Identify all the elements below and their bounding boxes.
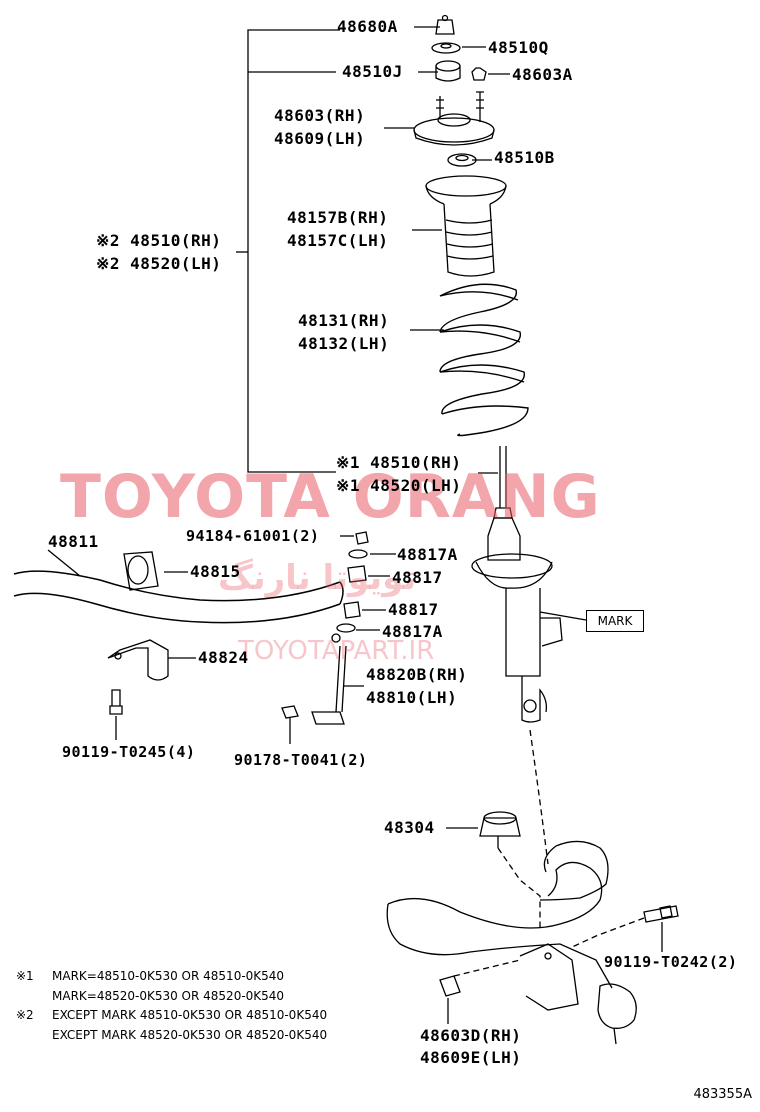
- watermark-brand: TOYOTA ORANG: [60, 462, 601, 532]
- label-48820B-rh: 48820B(RH): [366, 665, 468, 684]
- label-48510J: 48510J: [342, 62, 403, 81]
- label-48824: 48824: [198, 648, 249, 667]
- seat-48510B-shape: [447, 153, 477, 167]
- label-48815: 48815: [190, 562, 241, 581]
- bolt-90119-T0245-shape: [109, 689, 123, 715]
- label-48811: 48811: [48, 532, 99, 551]
- label-48510Q: 48510Q: [488, 38, 549, 57]
- watermark-url: TOYOTAPART.IR: [238, 636, 435, 666]
- nut-94184-shape: [355, 531, 369, 545]
- bushing-48817-top-shape: [347, 565, 367, 583]
- label-48609-lh: 48609(LH): [274, 129, 366, 148]
- label-48817A-bottom: 48817A: [382, 622, 443, 641]
- label-48603D-rh: 48603D(RH): [420, 1026, 522, 1045]
- label-48817-top: 48817: [392, 568, 443, 587]
- label-48157C-lh: 48157C(LH): [287, 231, 389, 250]
- watermark-persian: تویوتا نارنگ: [218, 558, 417, 598]
- stopper-48304-shape: [479, 811, 521, 848]
- washer-48817A-bot-shape: [336, 623, 356, 633]
- washer-48510Q-shape: [431, 42, 461, 54]
- label-48132-lh: 48132(LH): [298, 334, 390, 353]
- bolt-90119-T0242-shape: [643, 905, 679, 923]
- label-48603-rh: 48603(RH): [274, 106, 366, 125]
- mark-callout: MARK: [586, 610, 644, 632]
- label-90178-T0041: 90178-T0041(2): [234, 751, 368, 769]
- label-48520-lh-strut: ※1 48520(LH): [336, 476, 462, 495]
- label-48817-bottom: 48817: [388, 600, 439, 619]
- bushing-48510J-shape: [435, 66, 461, 82]
- washer-48817A-top-shape: [348, 549, 368, 559]
- note2-line1: EXCEPT MARK 48510-0K530 OR 48510-0K540: [52, 1008, 328, 1022]
- note1-line1: MARK=48510-0K530 OR 48510-0K540: [52, 969, 285, 983]
- link-rod-shape: [311, 633, 347, 725]
- label-48510B: 48510B: [494, 148, 555, 167]
- nut-48603A-shape: [471, 67, 487, 81]
- bracket-48824-shape: [107, 639, 169, 681]
- note2-symbol: ※2: [16, 1008, 34, 1022]
- coil-spring-shape: [439, 283, 529, 437]
- label-48810-lh: 48810(LH): [366, 688, 458, 707]
- document-number: 483355A: [693, 1087, 752, 1102]
- label-48603A: 48603A: [512, 65, 573, 84]
- label-48520-lh-assy: ※2 48520(LH): [96, 254, 222, 273]
- label-94184-61001: 94184-61001(2): [186, 527, 320, 545]
- stabilizer-bar-shape: [13, 570, 344, 624]
- label-90119-T0242: 90119-T0242(2): [604, 953, 738, 971]
- note2-line2: EXCEPT MARK 48520-0K530 OR 48520-0K540: [52, 1028, 328, 1042]
- nut-48680A-shape: [435, 19, 455, 35]
- bushing-48817-bot-shape: [343, 601, 361, 619]
- bushing-48815-shape: [123, 551, 159, 591]
- lower-arm-shape: [386, 840, 637, 1045]
- label-90119-T0245: 90119-T0245(4): [62, 743, 196, 761]
- shock-absorber-shape: [471, 446, 563, 723]
- upper-mount-shape: [413, 91, 495, 146]
- dust-boot-shape: [425, 175, 507, 277]
- label-48510-rh-assy: ※2 48510(RH): [96, 231, 222, 250]
- note1-line2: MARK=48520-0K530 OR 48520-0K540: [52, 989, 285, 1003]
- label-48609E-lh: 48609E(LH): [420, 1048, 522, 1067]
- label-48131-rh: 48131(RH): [298, 311, 390, 330]
- label-48817A-top: 48817A: [397, 545, 458, 564]
- label-48680A: 48680A: [337, 17, 398, 36]
- label-48304: 48304: [384, 818, 435, 837]
- nut-48603D-shape: [439, 975, 461, 997]
- assembly-bracket-line: [247, 29, 340, 473]
- label-48510-rh-strut: ※1 48510(RH): [336, 453, 462, 472]
- nut-90178-shape: [281, 705, 299, 719]
- label-48157B-rh: 48157B(RH): [287, 208, 389, 227]
- note1-symbol: ※1: [16, 969, 34, 983]
